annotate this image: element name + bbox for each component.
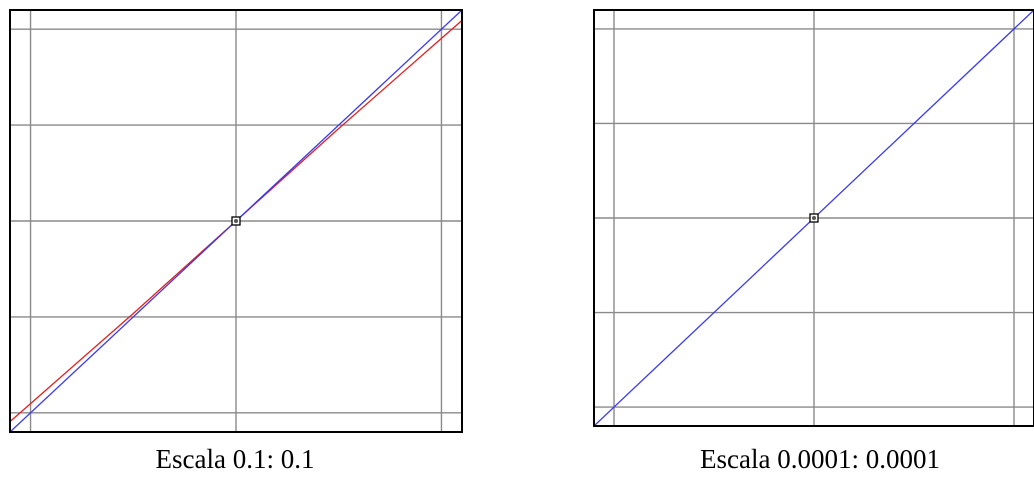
left-plot — [9, 9, 463, 433]
plot-frame — [9, 9, 463, 433]
plot-frame — [593, 9, 1034, 427]
right-caption: Escala 0.0001: 0.0001 — [700, 444, 940, 474]
origin-marker-dot — [812, 216, 816, 220]
left-caption: Escala 0.1: 0.1 — [155, 444, 315, 474]
origin-marker-dot — [234, 219, 238, 223]
right-plot — [593, 9, 1034, 427]
